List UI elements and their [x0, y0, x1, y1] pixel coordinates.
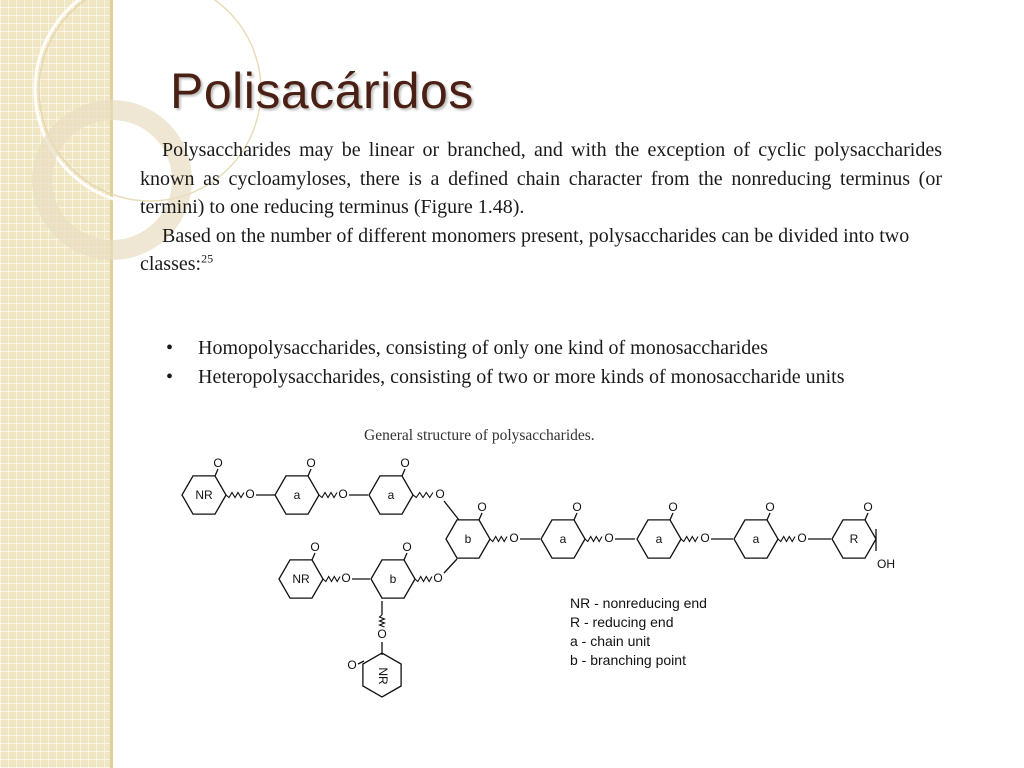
reference-superscript: 25	[201, 251, 214, 266]
list-item-text: Heteropolysaccharides, consisting of two…	[198, 366, 845, 388]
a-main-3-ring-oxygen: O	[765, 500, 774, 514]
ring-oxygen: O	[347, 658, 356, 672]
a-main-3-label: a	[753, 532, 760, 546]
figure-caption: General structure of polysaccharides.	[364, 427, 595, 444]
a-main-2-ring-bond	[669, 512, 674, 521]
glycosidic-oxygen: O	[604, 531, 613, 545]
nr-bottom-ring	[362, 652, 402, 698]
glycosidic-oxygen: O	[338, 487, 347, 501]
legend-item: NR - nonreducing end	[570, 595, 707, 611]
slide-title: Polisacáridos	[170, 63, 474, 119]
r-reducing-end-label: R	[850, 532, 859, 546]
a-main-2-label: a	[656, 532, 663, 546]
glycosidic-oxygen: O	[435, 487, 444, 501]
bullet-list: • Homopolysaccharides, consisting of only…	[140, 334, 940, 392]
a-main-1-ring-oxygen: O	[572, 500, 581, 514]
decorative-side-band	[0, 0, 112, 768]
bond	[443, 500, 460, 521]
wavy-bond	[322, 575, 341, 583]
glycosidic-oxygen: O	[797, 531, 806, 545]
paragraph-2: Based on the number of different monomer…	[140, 222, 942, 279]
b-branch-ring-oxygen: O	[402, 540, 411, 554]
glycosidic-oxygen: O	[700, 531, 709, 545]
wavy-bond	[489, 535, 508, 543]
legend-item: R - reducing end	[570, 614, 674, 630]
b-main-ring-bond	[478, 512, 483, 521]
body-text: Polysaccharides may be linear or branche…	[140, 136, 942, 279]
glycosidic-oxygen: O	[245, 487, 254, 501]
wavy-bond	[680, 535, 699, 543]
list-item: • Homopolysaccharides, consisting of only…	[140, 334, 940, 363]
paragraph-2-text: Based on the number of different monomer…	[140, 224, 910, 276]
glycosidic-oxygen: O	[509, 531, 518, 545]
wavy-bond	[318, 491, 338, 499]
a-main-1-ring-bond	[573, 512, 578, 521]
a-main-2-ring-oxygen: O	[668, 500, 677, 514]
list-item-text: Homopolysaccharides, consisting of only …	[198, 337, 768, 359]
glycosidic-oxygen: O	[433, 571, 442, 585]
bullet-dot-icon: •	[166, 366, 174, 388]
bullet-dot-icon: •	[166, 337, 174, 359]
nr-branch-ring-oxygen: O	[310, 540, 319, 554]
nr-branch-label: NR	[292, 572, 310, 586]
legend-item: a - chain unit	[570, 633, 651, 649]
wavy-bond	[412, 491, 434, 499]
wavy-bond	[225, 491, 245, 499]
list-item: • Heteropolysaccharides, consisting of tw…	[140, 363, 940, 392]
figure-legend: NR - nonreducing end R - reducing end a …	[570, 594, 707, 670]
r-reducing-end-ring-oxygen: O	[863, 500, 872, 514]
b-branch-label: b	[390, 572, 397, 586]
nr-top-ring-oxygen: O	[213, 456, 222, 470]
a-top-1-ring-bond	[307, 468, 312, 477]
a-top-2-label: a	[388, 488, 395, 502]
wavy-bond	[378, 614, 386, 628]
a-main-1-label: a	[560, 532, 567, 546]
a-top-1-label: a	[294, 488, 301, 502]
b-main-label: b	[465, 532, 472, 546]
nr-top-label: NR	[195, 488, 213, 502]
glycosidic-oxygen: O	[341, 571, 350, 585]
r-reducing-end-ring-bond	[864, 512, 869, 521]
paragraph-1: Polysaccharides may be linear or branche…	[140, 139, 942, 218]
a-top-2-ring-oxygen: O	[400, 456, 409, 470]
nr-branch-ring-bond	[311, 552, 316, 561]
a-main-3-ring-bond	[766, 512, 771, 521]
bond	[443, 558, 458, 574]
hydroxyl-oh: OH	[877, 557, 895, 571]
a-top-2-ring-bond	[401, 468, 406, 477]
a-top-1-ring-oxygen: O	[306, 456, 315, 470]
wavy-bond	[777, 535, 796, 543]
b-main-ring-oxygen: O	[477, 500, 486, 514]
bond	[357, 660, 365, 665]
nr-bottom-label: NR	[376, 667, 390, 685]
wavy-bond	[414, 575, 433, 583]
b-branch-ring-bond	[403, 552, 408, 561]
side-band-edge	[110, 0, 113, 768]
legend-item: b - branching point	[570, 652, 686, 668]
nr-top-ring-bond	[214, 468, 219, 477]
wavy-bond	[584, 535, 603, 543]
glycosidic-oxygen: O	[377, 627, 386, 641]
